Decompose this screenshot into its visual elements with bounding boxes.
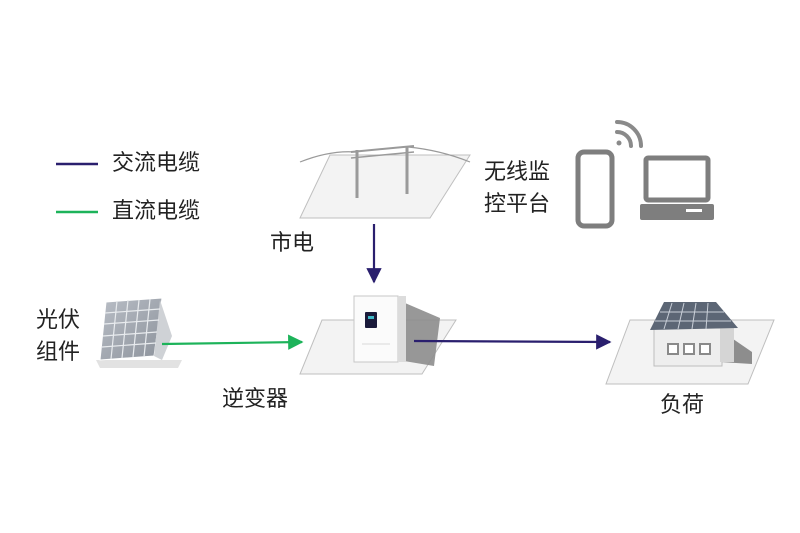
connector-inverter-to-load	[413, 334, 612, 350]
legend-dc-label: 直流电缆	[112, 199, 201, 224]
power-tower-icon	[299, 145, 471, 219]
house-icon	[605, 302, 775, 385]
pv-label-line2: 组件	[36, 340, 81, 365]
load-label: 负荷	[660, 393, 705, 418]
connections	[161, 224, 612, 350]
computer-icon	[640, 155, 714, 220]
monitor-label-line1: 无线监	[484, 160, 551, 185]
solar-panel-icon	[96, 297, 182, 368]
inverter-label: 逆变器	[222, 387, 289, 412]
inverter-icon	[299, 295, 457, 375]
wifi-icon	[615, 120, 643, 148]
monitor-label-line2: 控平台	[484, 192, 551, 217]
smartphone-icon	[575, 149, 615, 229]
grid-label: 市电	[270, 231, 315, 256]
connector-pv-to-inverter	[161, 334, 304, 350]
legend	[56, 162, 98, 214]
legend-ac-label: 交流电缆	[112, 151, 201, 176]
pv-label-line1: 光伏	[36, 308, 81, 333]
